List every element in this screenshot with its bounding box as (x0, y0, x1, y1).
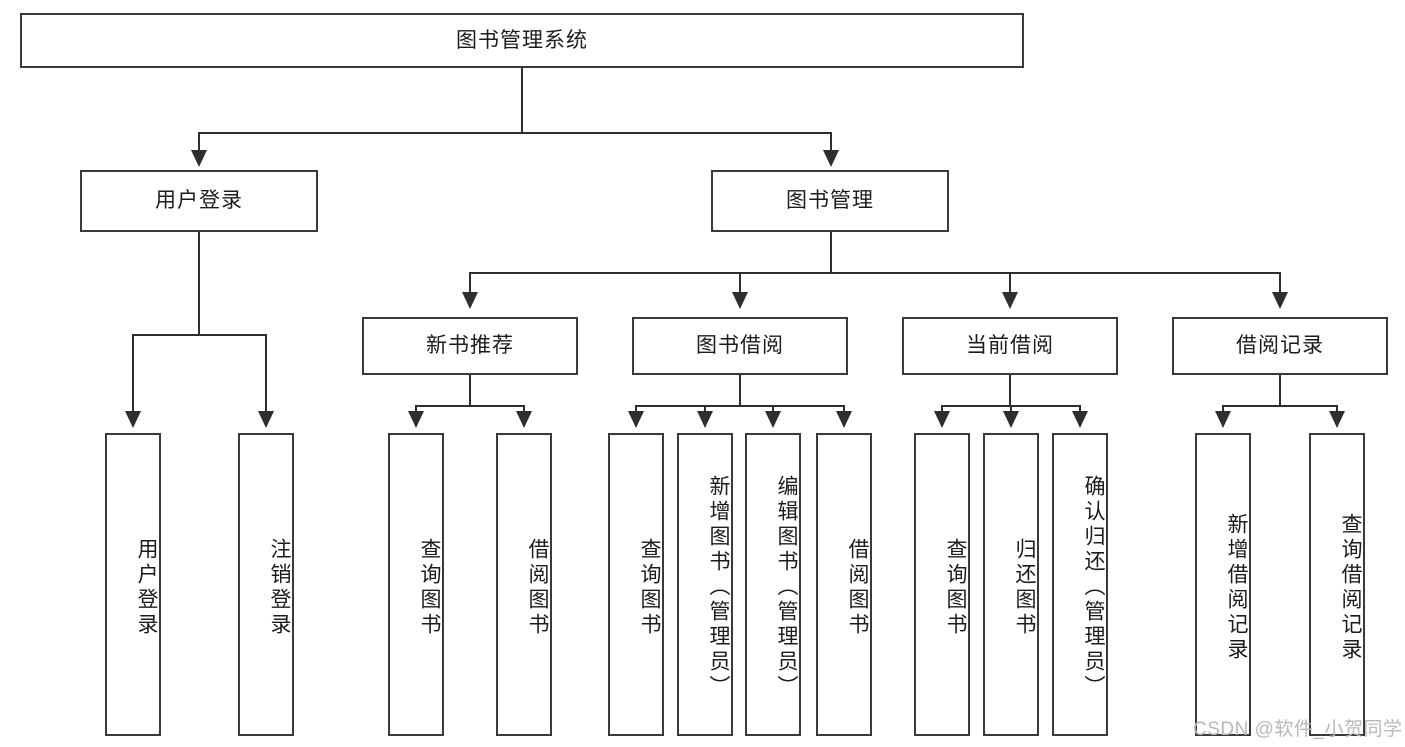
arrow-user-login-to-leaf-1 (258, 411, 274, 428)
node-label: 注销登录 (268, 537, 291, 638)
node-label: 借阅图书 (846, 537, 869, 638)
leaf-book-borrow-1[interactable]: 新增图书（管理员） (677, 433, 733, 736)
arrow-current-borrow-to-leaf-1 (1003, 411, 1019, 428)
node-label: 借阅图书 (526, 537, 549, 638)
leaf-borrow-record-1[interactable]: 查询借阅记录 (1309, 433, 1365, 736)
node-label: 新增图书（管理员） (707, 475, 730, 700)
leaf-borrow-record-0[interactable]: 新增借阅记录 (1195, 433, 1251, 736)
edge-user-login-bus (132, 334, 266, 336)
node-label: 查询图书 (418, 537, 441, 638)
edge-book-borrow-to-leaf-1 (704, 405, 706, 413)
edge-book-borrow-bus (635, 405, 845, 407)
edge-root-stem (521, 68, 523, 133)
node-user-login[interactable]: 用户登录 (80, 170, 318, 232)
edge-book-borrow-to-leaf-3 (843, 405, 845, 413)
edge-book-manage-to-l3-2 (1009, 272, 1011, 294)
node-label: 确认归还（管理员） (1082, 475, 1105, 700)
node-borrow-record[interactable]: 借阅记录 (1172, 317, 1388, 375)
edge-current-borrow-stem (1009, 375, 1011, 407)
node-book-manage[interactable]: 图书管理 (711, 170, 949, 232)
edge-current-borrow-to-leaf-2 (1079, 405, 1081, 413)
arrow-book-borrow-to-leaf-2 (765, 411, 781, 428)
node-label: 新书推荐 (426, 334, 514, 358)
arrow-book-manage-to-l3-1 (732, 292, 748, 309)
edge-user-login-stem (198, 232, 200, 336)
edge-new-book-stem (469, 375, 471, 407)
arrow-book-borrow-to-leaf-0 (628, 411, 644, 428)
node-label: 查询图书 (638, 537, 661, 638)
arrow-book-manage-to-l3-0 (462, 292, 478, 309)
edge-book-borrow-to-leaf-2 (772, 405, 774, 413)
edge-root-to-book-manage (830, 132, 832, 152)
edge-borrow-record-to-leaf-0 (1222, 405, 1224, 413)
edge-book-manage-stem (830, 232, 832, 274)
node-root-system[interactable]: 图书管理系统 (20, 13, 1024, 68)
edge-book-borrow-stem (739, 375, 741, 407)
edge-borrow-record-stem (1279, 375, 1281, 407)
edge-current-borrow-to-leaf-1 (1010, 405, 1012, 413)
edge-borrow-record-bus (1222, 405, 1338, 407)
arrow-current-borrow-to-leaf-2 (1072, 411, 1088, 428)
arrow-user-login-to-leaf-0 (125, 411, 141, 428)
node-label: 归还图书 (1013, 537, 1036, 638)
edge-root-bus (198, 132, 832, 134)
csdn-watermark: CSDN @软件_小贺同学 (1193, 719, 1403, 740)
arrow-root-to-user-login (191, 150, 207, 167)
node-new-book-recommend[interactable]: 新书推荐 (362, 317, 578, 375)
edge-current-borrow-to-leaf-0 (941, 405, 943, 413)
edge-book-borrow-to-leaf-0 (635, 405, 637, 413)
edge-root-to-user-login (198, 132, 200, 152)
node-label: 借阅记录 (1236, 334, 1324, 358)
node-label: 查询图书 (944, 537, 967, 638)
edge-book-manage-bus (469, 272, 1281, 274)
leaf-current-borrow-1[interactable]: 归还图书 (983, 433, 1039, 736)
node-label: 编辑图书（管理员） (775, 475, 798, 700)
node-label: 图书管理系统 (456, 28, 588, 52)
edge-book-manage-to-l3-1 (739, 272, 741, 294)
leaf-new-book-recommend-1[interactable]: 借阅图书 (496, 433, 552, 736)
arrow-current-borrow-to-leaf-0 (934, 411, 950, 428)
edge-book-manage-to-l3-0 (469, 272, 471, 294)
arrow-borrow-record-to-leaf-1 (1329, 411, 1345, 428)
node-label: 当前借阅 (966, 334, 1054, 358)
edge-borrow-record-to-leaf-1 (1336, 405, 1338, 413)
leaf-current-borrow-2[interactable]: 确认归还（管理员） (1052, 433, 1108, 736)
node-label: 查询借阅记录 (1339, 512, 1362, 663)
node-label: 图书管理 (786, 189, 874, 213)
node-current-borrow[interactable]: 当前借阅 (902, 317, 1118, 375)
leaf-book-borrow-0[interactable]: 查询图书 (608, 433, 664, 736)
leaf-user-login-1[interactable]: 注销登录 (238, 433, 294, 736)
arrow-book-borrow-to-leaf-3 (836, 411, 852, 428)
edge-new-book-to-leaf-1 (523, 405, 525, 413)
leaf-new-book-recommend-0[interactable]: 查询图书 (388, 433, 444, 736)
arrow-new-book-to-leaf-0 (408, 411, 424, 428)
edge-user-login-to-leaf-0 (132, 334, 134, 413)
arrow-book-borrow-to-leaf-1 (697, 411, 713, 428)
arrow-new-book-to-leaf-1 (516, 411, 532, 428)
edge-new-book-to-leaf-0 (415, 405, 417, 413)
leaf-user-login-0[interactable]: 用户登录 (105, 433, 161, 736)
arrow-root-to-book-manage (823, 150, 839, 167)
leaf-book-borrow-2[interactable]: 编辑图书（管理员） (745, 433, 801, 736)
edge-user-login-to-leaf-1 (265, 334, 267, 413)
node-label: 新增借阅记录 (1225, 512, 1248, 663)
arrow-borrow-record-to-leaf-0 (1215, 411, 1231, 428)
node-label: 用户登录 (155, 189, 243, 213)
edge-book-manage-to-l3-3 (1279, 272, 1281, 294)
node-label: 图书借阅 (696, 334, 784, 358)
arrow-book-manage-to-l3-2 (1002, 292, 1018, 309)
leaf-book-borrow-3[interactable]: 借阅图书 (816, 433, 872, 736)
node-label: 用户登录 (135, 537, 158, 638)
arrow-book-manage-to-l3-3 (1272, 292, 1288, 309)
leaf-current-borrow-0[interactable]: 查询图书 (914, 433, 970, 736)
node-book-borrow[interactable]: 图书借阅 (632, 317, 848, 375)
edge-new-book-bus (415, 405, 525, 407)
